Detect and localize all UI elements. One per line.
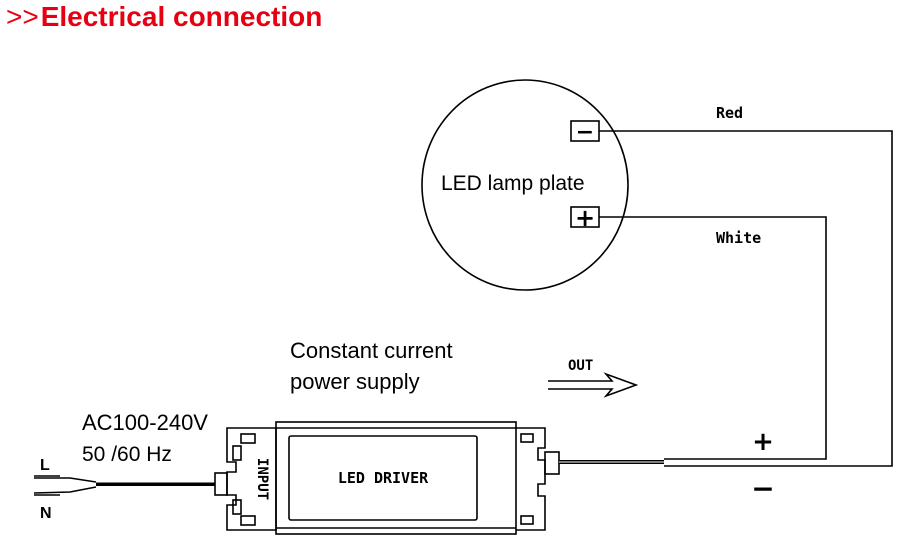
neutral-lead [33, 486, 97, 494]
neutral-label: N [40, 505, 52, 522]
input-strain-relief [214, 472, 228, 496]
out-arrow-icon [548, 372, 639, 398]
output-minus-symbol: − [751, 472, 774, 505]
lamp-plate-circle [421, 79, 629, 291]
white-wire-label: White [716, 229, 761, 247]
title-prefix: >> [6, 1, 39, 32]
live-label: L [40, 457, 50, 474]
driver-label: LED DRIVER [338, 469, 429, 487]
live-lead [34, 477, 97, 483]
input-voltage-label: AC100-240V [82, 410, 208, 435]
led-driver-body [226, 421, 560, 535]
lamp-plus-symbol: + [575, 204, 595, 232]
title-text: Electrical connection [40, 1, 323, 32]
output-plus-symbol: + [752, 427, 774, 457]
lamp-plate-label: LED lamp plate [441, 172, 585, 195]
input-frequency-label: 50 /60 Hz [82, 443, 172, 466]
white-wire [599, 216, 827, 460]
lamp-minus-symbol: − [576, 120, 594, 145]
driver-input-label: INPUT [254, 458, 270, 500]
page-title: >>Electrical connection [6, 1, 323, 33]
red-wire-label: Red [716, 104, 743, 122]
out-label: OUT [568, 358, 593, 374]
supply-label-line1: Constant current [290, 338, 453, 363]
red-wire [599, 130, 893, 467]
supply-label-line2: power supply [290, 369, 420, 394]
